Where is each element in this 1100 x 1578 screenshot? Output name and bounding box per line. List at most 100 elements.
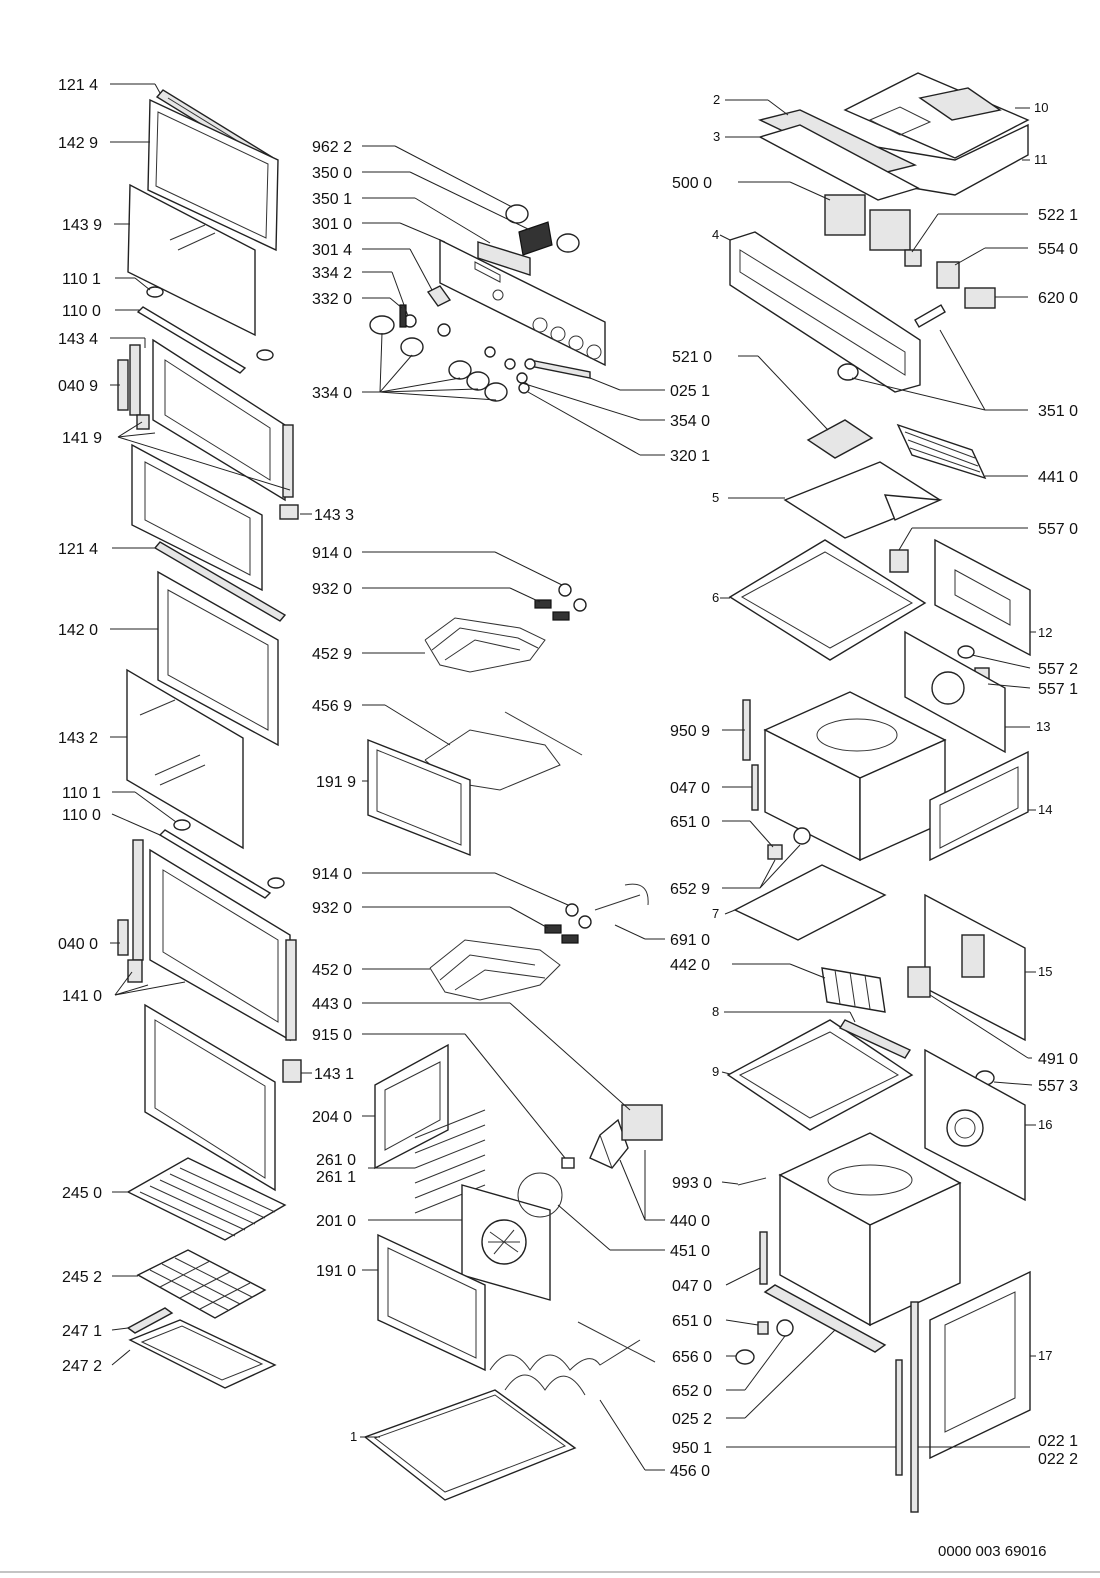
bracket-8 bbox=[838, 1019, 912, 1059]
label-121-4-top: 121 4 bbox=[58, 77, 98, 94]
tangential-fan-441-0 bbox=[896, 423, 987, 480]
rear-wall-13 bbox=[904, 630, 1006, 754]
nut-914-0-b bbox=[565, 903, 592, 929]
label-191-0: 191 0 bbox=[316, 1263, 356, 1280]
label-932-0-b: 932 0 bbox=[312, 900, 352, 917]
label-932-0-a: 932 0 bbox=[312, 581, 352, 598]
door-glass-frame-142-9 bbox=[147, 98, 279, 252]
label-442-0: 442 0 bbox=[670, 957, 710, 974]
label-354-0: 354 0 bbox=[670, 413, 710, 430]
spring-932-0-a bbox=[534, 599, 570, 621]
label-452-0: 452 0 bbox=[312, 962, 352, 979]
strip-110-0-a bbox=[136, 306, 247, 374]
label-5: 5 bbox=[712, 490, 719, 505]
label-141-9: 141 9 bbox=[62, 430, 102, 447]
rear-wall-16 bbox=[924, 1048, 1026, 1202]
label-143-3: 143 3 bbox=[314, 507, 354, 524]
label-915-0: 915 0 bbox=[312, 1027, 352, 1044]
bulb-holder-651-0-a bbox=[767, 827, 811, 860]
label-040-9: 040 9 bbox=[58, 378, 98, 395]
baking-tray-247-2 bbox=[128, 1319, 277, 1389]
motor-491-0 bbox=[907, 966, 931, 998]
label-7: 7 bbox=[712, 906, 719, 921]
label-261-1: 261 1 bbox=[316, 1169, 356, 1186]
document-code: 0000 003 69016 bbox=[938, 1543, 1046, 1560]
label-141-0: 141 0 bbox=[62, 988, 102, 1005]
thermostat-557-0 bbox=[889, 549, 909, 573]
top-cover-10 bbox=[843, 72, 1030, 159]
trim-047-0-a bbox=[751, 764, 759, 811]
label-652-9: 652 9 bbox=[670, 881, 710, 898]
label-557-2: 557 2 bbox=[1038, 661, 1078, 678]
label-950-1: 950 1 bbox=[672, 1440, 712, 1457]
label-143-4: 143 4 bbox=[58, 331, 98, 348]
label-993-0: 993 0 bbox=[672, 1175, 712, 1192]
label-8: 8 bbox=[712, 1004, 719, 1019]
label-557-3: 557 3 bbox=[1038, 1078, 1078, 1095]
knob-962-2 bbox=[505, 204, 580, 253]
label-247-1: 247 1 bbox=[62, 1323, 102, 1340]
label-456-0: 456 0 bbox=[670, 1463, 710, 1480]
label-110-1-a: 110 1 bbox=[62, 271, 101, 288]
clip-110-1-a bbox=[146, 286, 274, 361]
label-247-2: 247 2 bbox=[62, 1358, 102, 1375]
label-110-0-b: 110 0 bbox=[62, 807, 101, 824]
front-frame-4 bbox=[729, 231, 921, 393]
tray-handle-247-1 bbox=[126, 1307, 174, 1334]
label-320-1: 320 1 bbox=[670, 448, 710, 465]
hinge-040-0 bbox=[117, 839, 144, 983]
label-10: 10 bbox=[1034, 100, 1048, 115]
screw-993-0 bbox=[737, 1177, 767, 1186]
bracket-141-9 bbox=[136, 414, 150, 430]
display-module-350-1 bbox=[477, 241, 531, 276]
label-522-1: 522 1 bbox=[1038, 207, 1078, 224]
hinge-040-9 bbox=[117, 344, 141, 416]
label-452-9: 452 9 bbox=[312, 646, 352, 663]
label-047-0-b: 047 0 bbox=[672, 1278, 712, 1295]
tangential-fan-442-0 bbox=[821, 967, 886, 1013]
label-950-9: 950 9 bbox=[670, 723, 710, 740]
label-025-1: 025 1 bbox=[670, 383, 710, 400]
pcb-521-0 bbox=[806, 419, 874, 459]
label-521-0: 521 0 bbox=[672, 349, 712, 366]
label-456-9: 456 9 bbox=[312, 698, 352, 715]
label-332-0: 332 0 bbox=[312, 291, 352, 308]
back-panel-12 bbox=[934, 538, 1031, 657]
heat-shield-7 bbox=[733, 864, 887, 941]
label-491-0: 491 0 bbox=[1038, 1051, 1078, 1068]
inner-door-frame-141-0 bbox=[149, 848, 297, 1042]
switch-554-0 bbox=[936, 261, 960, 289]
label-9: 9 bbox=[712, 1064, 719, 1079]
label-301-0: 301 0 bbox=[312, 216, 352, 233]
front-trim-025-2 bbox=[763, 1284, 887, 1353]
label-204-0: 204 0 bbox=[312, 1109, 352, 1126]
ring-element-451-0 bbox=[517, 1172, 563, 1218]
rail-3 bbox=[758, 124, 920, 201]
label-022-1: 022 1 bbox=[1038, 1433, 1078, 1450]
control-module-500-0 bbox=[824, 194, 911, 251]
nut-914-0-a bbox=[558, 583, 587, 612]
label-334-0: 334 0 bbox=[312, 385, 352, 402]
terminal-block-620-0 bbox=[964, 287, 996, 309]
fan-blade-440-0 bbox=[589, 1118, 629, 1169]
label-261-0: 261 0 bbox=[316, 1152, 356, 1169]
inner-frame-b bbox=[131, 443, 263, 592]
control-panel-301-0 bbox=[439, 238, 606, 367]
label-651-0-a: 651 0 bbox=[670, 814, 710, 831]
clip-143-3 bbox=[279, 504, 299, 520]
clip-143-1 bbox=[282, 1059, 302, 1083]
base-plate-6 bbox=[728, 539, 927, 661]
door-glass-frame-142-0 bbox=[157, 570, 279, 747]
grill-element-452-9 bbox=[424, 617, 546, 673]
bushing-915-0 bbox=[561, 1157, 575, 1169]
trim-047-0-b bbox=[759, 1231, 768, 1285]
fan-motor-443-0 bbox=[621, 1104, 663, 1141]
door-glass-143-9 bbox=[127, 183, 256, 337]
door-side-rail bbox=[282, 424, 294, 498]
label-191-9: 191 9 bbox=[316, 774, 356, 791]
air-duct-5 bbox=[783, 461, 943, 539]
label-143-9: 143 9 bbox=[62, 217, 102, 234]
label-6: 6 bbox=[712, 590, 719, 605]
label-121-4-bottom: 121 4 bbox=[58, 541, 98, 558]
